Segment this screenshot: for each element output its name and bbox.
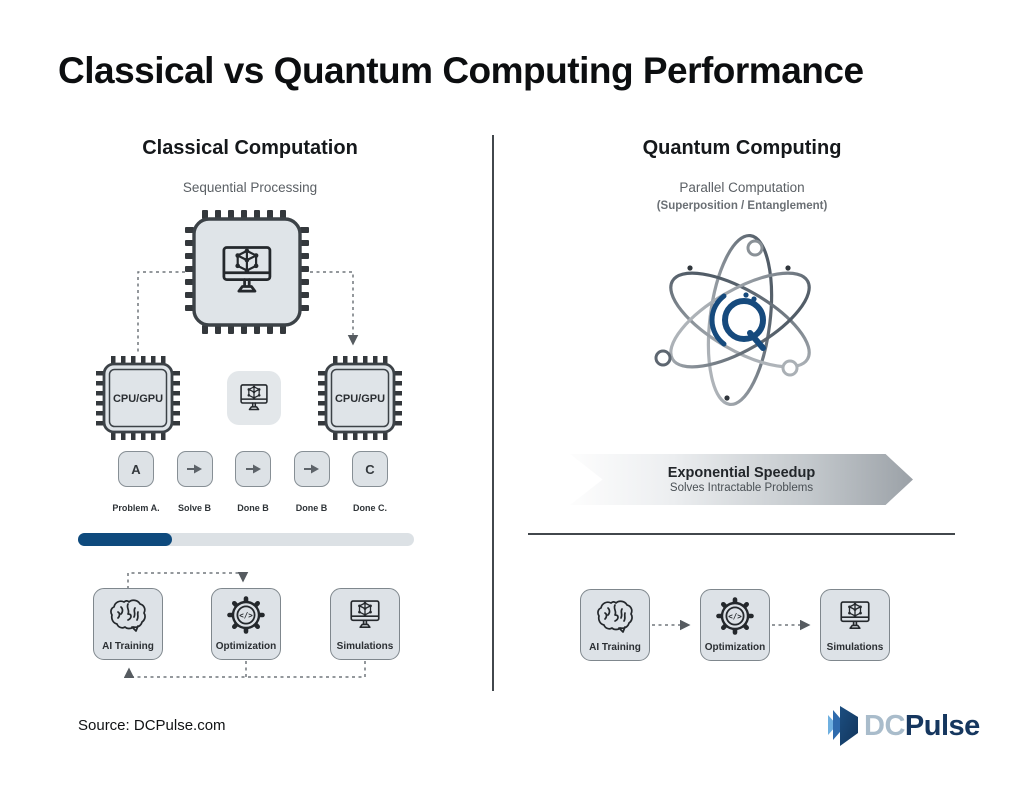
cpu-gpu-chip-right: CPU/GPU <box>318 356 402 440</box>
gear-code-icon <box>714 595 756 637</box>
step-label: Done C. <box>352 503 387 513</box>
arrow-right-icon <box>244 463 262 475</box>
source-text: Source: DCPulse.com <box>78 717 226 734</box>
step-box-a: A <box>118 451 154 487</box>
step-box-arrow <box>293 451 330 487</box>
chip-pins <box>185 210 309 334</box>
step-done-b2: Done B <box>284 451 340 513</box>
gear-code-icon <box>225 594 267 636</box>
logo-dc: DC <box>864 710 905 742</box>
banner-subtitle: Solves Intractable Problems <box>669 482 814 494</box>
dcpulse-logo: DCPulse <box>826 702 980 750</box>
speedup-banner: Exponential Speedup Solves Intractable P… <box>570 454 913 505</box>
app-label: Optimization <box>704 642 766 653</box>
monitor-cube-icon <box>240 383 268 410</box>
step-label: Solve B <box>177 503 211 513</box>
step-done-c: C Done C. <box>342 451 398 513</box>
progress-bar <box>78 533 414 546</box>
step-solve-b: Solve B <box>167 451 223 513</box>
brain-icon <box>110 599 146 632</box>
app-label: AI Training <box>589 642 641 653</box>
quantum-heading: Quantum Computing <box>642 137 842 159</box>
classical-heading: Classical Computation <box>142 137 358 159</box>
classical-app-optimization: Optimization <box>211 588 281 660</box>
app-label: Optimization <box>215 641 277 652</box>
banner-title: Exponential Speedup <box>667 465 816 481</box>
monitor-cube-icon <box>840 600 870 629</box>
classical-app-ai-training: AI Training <box>93 588 163 660</box>
quantum-section-divider <box>528 533 955 535</box>
app-label: Simulations <box>336 641 394 652</box>
step-label: Done B <box>237 503 269 513</box>
step-problem-a: A Problem A. <box>108 451 164 513</box>
step-box-c: C <box>352 451 388 487</box>
mini-monitor-box <box>227 371 281 425</box>
brain-icon <box>597 600 633 633</box>
dcpulse-logo-icon <box>828 706 858 746</box>
progress-fill <box>78 533 173 546</box>
quantum-subheading: Parallel Computation <box>679 180 805 195</box>
app-label: AI Training <box>102 641 154 652</box>
column-divider <box>492 135 494 691</box>
logo-pulse: Pulse <box>904 710 980 742</box>
dcpulse-logo-text: DCPulse <box>864 702 980 750</box>
quantum-app-optimization: Optimization <box>700 589 770 661</box>
cpu-gpu-label: CPU/GPU <box>113 393 163 405</box>
processor-chip-icon <box>185 210 309 334</box>
step-label: Done B <box>295 503 328 513</box>
page-title: Classical vs Quantum Computing Performan… <box>58 50 864 91</box>
electrons <box>654 239 799 401</box>
classical-app-simulations: Simulations <box>330 588 400 660</box>
quantum-app-simulations: Simulations <box>820 589 890 661</box>
quantum-atom-icon <box>654 233 811 407</box>
sequential-steps: A Problem A. Solve B Done B Done B C Don… <box>108 451 398 513</box>
quantum-subheading-detail: (Superposition / Entanglement) <box>656 200 828 212</box>
quantum-app-ai-training: AI Training <box>580 589 650 661</box>
app-label: Simulations <box>826 642 884 653</box>
step-box-arrow <box>235 451 271 487</box>
step-box-arrow <box>176 451 213 487</box>
cpu-gpu-chip-left: CPU/GPU <box>96 356 180 440</box>
step-label: Problem A. <box>112 503 160 513</box>
cpu-gpu-label: CPU/GPU <box>335 393 385 405</box>
quantum-q-glyph <box>709 292 766 351</box>
classical-subheading: Sequential Processing <box>182 180 318 195</box>
step-done-b1: Done B <box>225 451 281 513</box>
arrow-right-icon <box>186 463 203 475</box>
arrow-right-icon <box>303 463 320 475</box>
monitor-cube-icon <box>350 599 380 628</box>
